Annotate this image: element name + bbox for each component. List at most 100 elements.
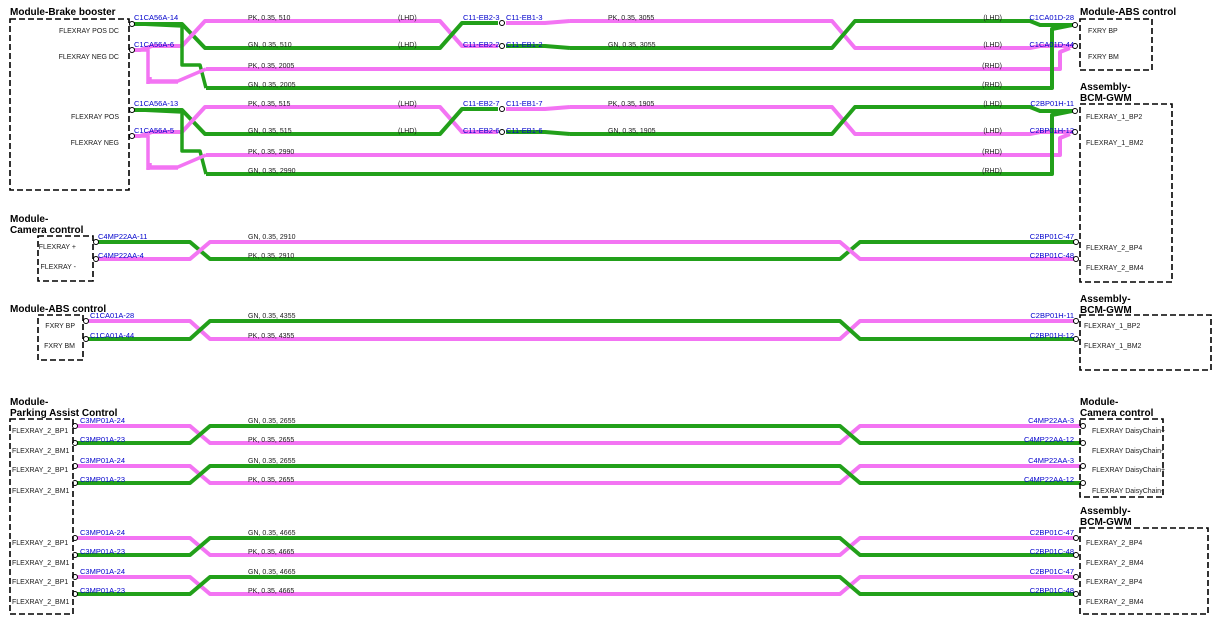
wire-camera-bcm-a <box>96 240 1076 261</box>
connector-label: C3MP01A-23 <box>80 435 125 444</box>
pin-label: FLEXRAY_2_BM4 <box>1086 560 1144 567</box>
connector-label: C2BP01H-11 <box>1030 311 1074 320</box>
pin-label: FLEXRAY_2_BM1 <box>12 560 70 567</box>
connector-label: C4MP22AA-4 <box>98 251 144 260</box>
pin-label: FLEXRAY_2_BP4 <box>1086 540 1142 547</box>
connector-label: C4MP22AA-12 <box>1024 475 1074 484</box>
wire-B-pk-branch <box>140 134 178 170</box>
connector-label: C3MP01A-23 <box>80 475 125 484</box>
pin-label: FLEXRAY + <box>39 244 76 251</box>
wire-park-bcm-1-b <box>75 536 1076 557</box>
connector-label: C3MP01A-24 <box>80 528 125 537</box>
title-bcm-gwm-3-b: BCM-GWM <box>1080 517 1132 528</box>
splice-right-label: C11-EB1-2 <box>506 40 543 49</box>
pin-label: FLEXRAY DaisyChain- <box>1092 488 1164 495</box>
pin-label: FLEXRAY_2_BP4 <box>1086 579 1142 586</box>
connector-label: C2BP01H-11 <box>1030 99 1074 108</box>
wire-B-gn-post-splice <box>506 130 571 136</box>
wire-spec-label: PK, 0.35, 2910 <box>248 253 294 260</box>
splice-right-label: C11-EB1-6 <box>506 126 543 135</box>
connector-label: C1CA01D-28 <box>1029 13 1074 22</box>
wire-spec-label: PK, 0.35, 2655 <box>248 437 294 444</box>
wire-spec-label: GN, 0.35, 4665 <box>248 530 296 537</box>
wire-spec-label: GN, 0.35, 2655 <box>248 418 296 425</box>
pin-label: FLEXRAY_2_BP1 <box>12 579 68 586</box>
region2-label: (LHD) <box>983 128 1002 135</box>
region2-label: (LHD) <box>983 101 1002 108</box>
wire-B-pk-rhd <box>206 132 1071 157</box>
connector-label: C1CA56A-6 <box>134 40 174 49</box>
pin-label: FLEXRAY_2_BM1 <box>12 599 70 606</box>
connector-label: C2BP01C-47 <box>1030 528 1074 537</box>
wire-B-pk-right <box>1020 130 1075 136</box>
region2-label: (LHD) <box>983 15 1002 22</box>
wire-A-pk-rhd-lead <box>148 67 207 83</box>
terminal-dot <box>93 239 99 245</box>
pin-label: FLEXRAY POS <box>71 114 119 121</box>
wire-B-pk-post-splice <box>506 105 571 111</box>
title-bcm-gwm-1-b: BCM-GWM <box>1080 93 1132 104</box>
terminal-dot <box>1080 440 1086 446</box>
camera-control-right-box <box>1079 418 1164 498</box>
title-camera-control-left-b: Camera control <box>10 225 84 236</box>
wire-spec-label: GN, 0.35, 4665 <box>248 569 296 576</box>
region2-label: (RHD) <box>982 82 1002 89</box>
pin-label: FLEXRAY_2_BP4 <box>1086 245 1142 252</box>
wire-A-gn-trunk2 <box>570 19 1020 50</box>
wire-A-gn-trunk1 <box>205 21 498 50</box>
wire-park-bcm-2-b <box>75 575 1076 596</box>
splice-left-label: C11-EB2-7 <box>463 99 500 108</box>
title-bcm-gwm-2-a: Assembly- <box>1080 294 1131 305</box>
wire-abs-bcm-a <box>86 319 1076 341</box>
splice-left-label: C11-EB2-2 <box>463 40 500 49</box>
connector-label: C2BP01C-48 <box>1030 547 1074 556</box>
connector-label: C2BP01C-47 <box>1030 567 1074 576</box>
camera-control-left-box <box>37 235 94 282</box>
terminal-dot <box>1073 552 1079 558</box>
connector-label: C3MP01A-24 <box>80 567 125 576</box>
region-label: (LHD) <box>398 42 417 49</box>
wire-park-cam-2-b <box>75 464 1083 485</box>
wire-spec-label: GN, 0.35, 4355 <box>248 313 296 320</box>
bcm-gwm-2-box <box>1079 314 1212 371</box>
wire-camera-bcm-b <box>96 240 1076 261</box>
terminal-dot <box>1073 239 1079 245</box>
wire-A-gn-post-splice <box>506 44 571 50</box>
wire-B-gn-right <box>1020 105 1075 113</box>
pin-label: FLEXRAY_2_BP1 <box>12 540 68 547</box>
wire-park-cam-1-a <box>75 424 1083 445</box>
title-parking-assist-a: Module- <box>10 397 48 408</box>
wire-B-gn-trunk1 <box>205 107 498 136</box>
wire-park-bcm-2-a <box>75 575 1076 596</box>
pin-label: FXRY BM <box>44 343 75 350</box>
wire-park-cam-1-b <box>75 424 1083 445</box>
pin-label: FLEXRAY_2_BM4 <box>1086 265 1144 272</box>
pin-label: FLEXRAY_2_BM1 <box>12 448 70 455</box>
pin-label: FLEXRAY - <box>40 264 76 271</box>
wire-spec-label: GN, 0.35, 515 <box>248 128 292 135</box>
wire-B-gn-trunk2 <box>570 105 1020 136</box>
wire-spec2-label: PK, 0.35, 3055 <box>608 15 654 22</box>
abs-control-top-box <box>1079 18 1153 71</box>
splice-right-label: C11-EB1-3 <box>506 13 543 22</box>
title-bcm-gwm-2-b: BCM-GWM <box>1080 305 1132 316</box>
pin-label: FLEXRAY_1_BP2 <box>1084 323 1140 330</box>
wire-B-gn-rhd <box>206 109 1073 176</box>
module-titles: Module-Brake booster Module-ABS control … <box>10 7 1176 528</box>
region-label: (LHD) <box>398 128 417 135</box>
pin-label: FLEXRAY DaisyChain+ <box>1092 467 1165 474</box>
terminal-dot <box>1072 108 1078 114</box>
terminal-dot <box>1073 318 1079 324</box>
connector-label: C1CA01A-28 <box>90 311 134 320</box>
wire-spec-label: PK, 0.35, 515 <box>248 101 291 108</box>
wire-spec-label: GN, 0.35, 2655 <box>248 458 296 465</box>
title-abs-control-top: Module-ABS control <box>1080 7 1176 18</box>
wire-B-pk-rhd-lead <box>148 153 207 169</box>
bcm-gwm-3-box <box>1079 527 1209 615</box>
region2-label: (RHD) <box>982 63 1002 70</box>
connector-label: C2BP01H-12 <box>1030 126 1074 135</box>
terminal-dot <box>1072 129 1078 135</box>
terminal-dot <box>1072 22 1078 28</box>
